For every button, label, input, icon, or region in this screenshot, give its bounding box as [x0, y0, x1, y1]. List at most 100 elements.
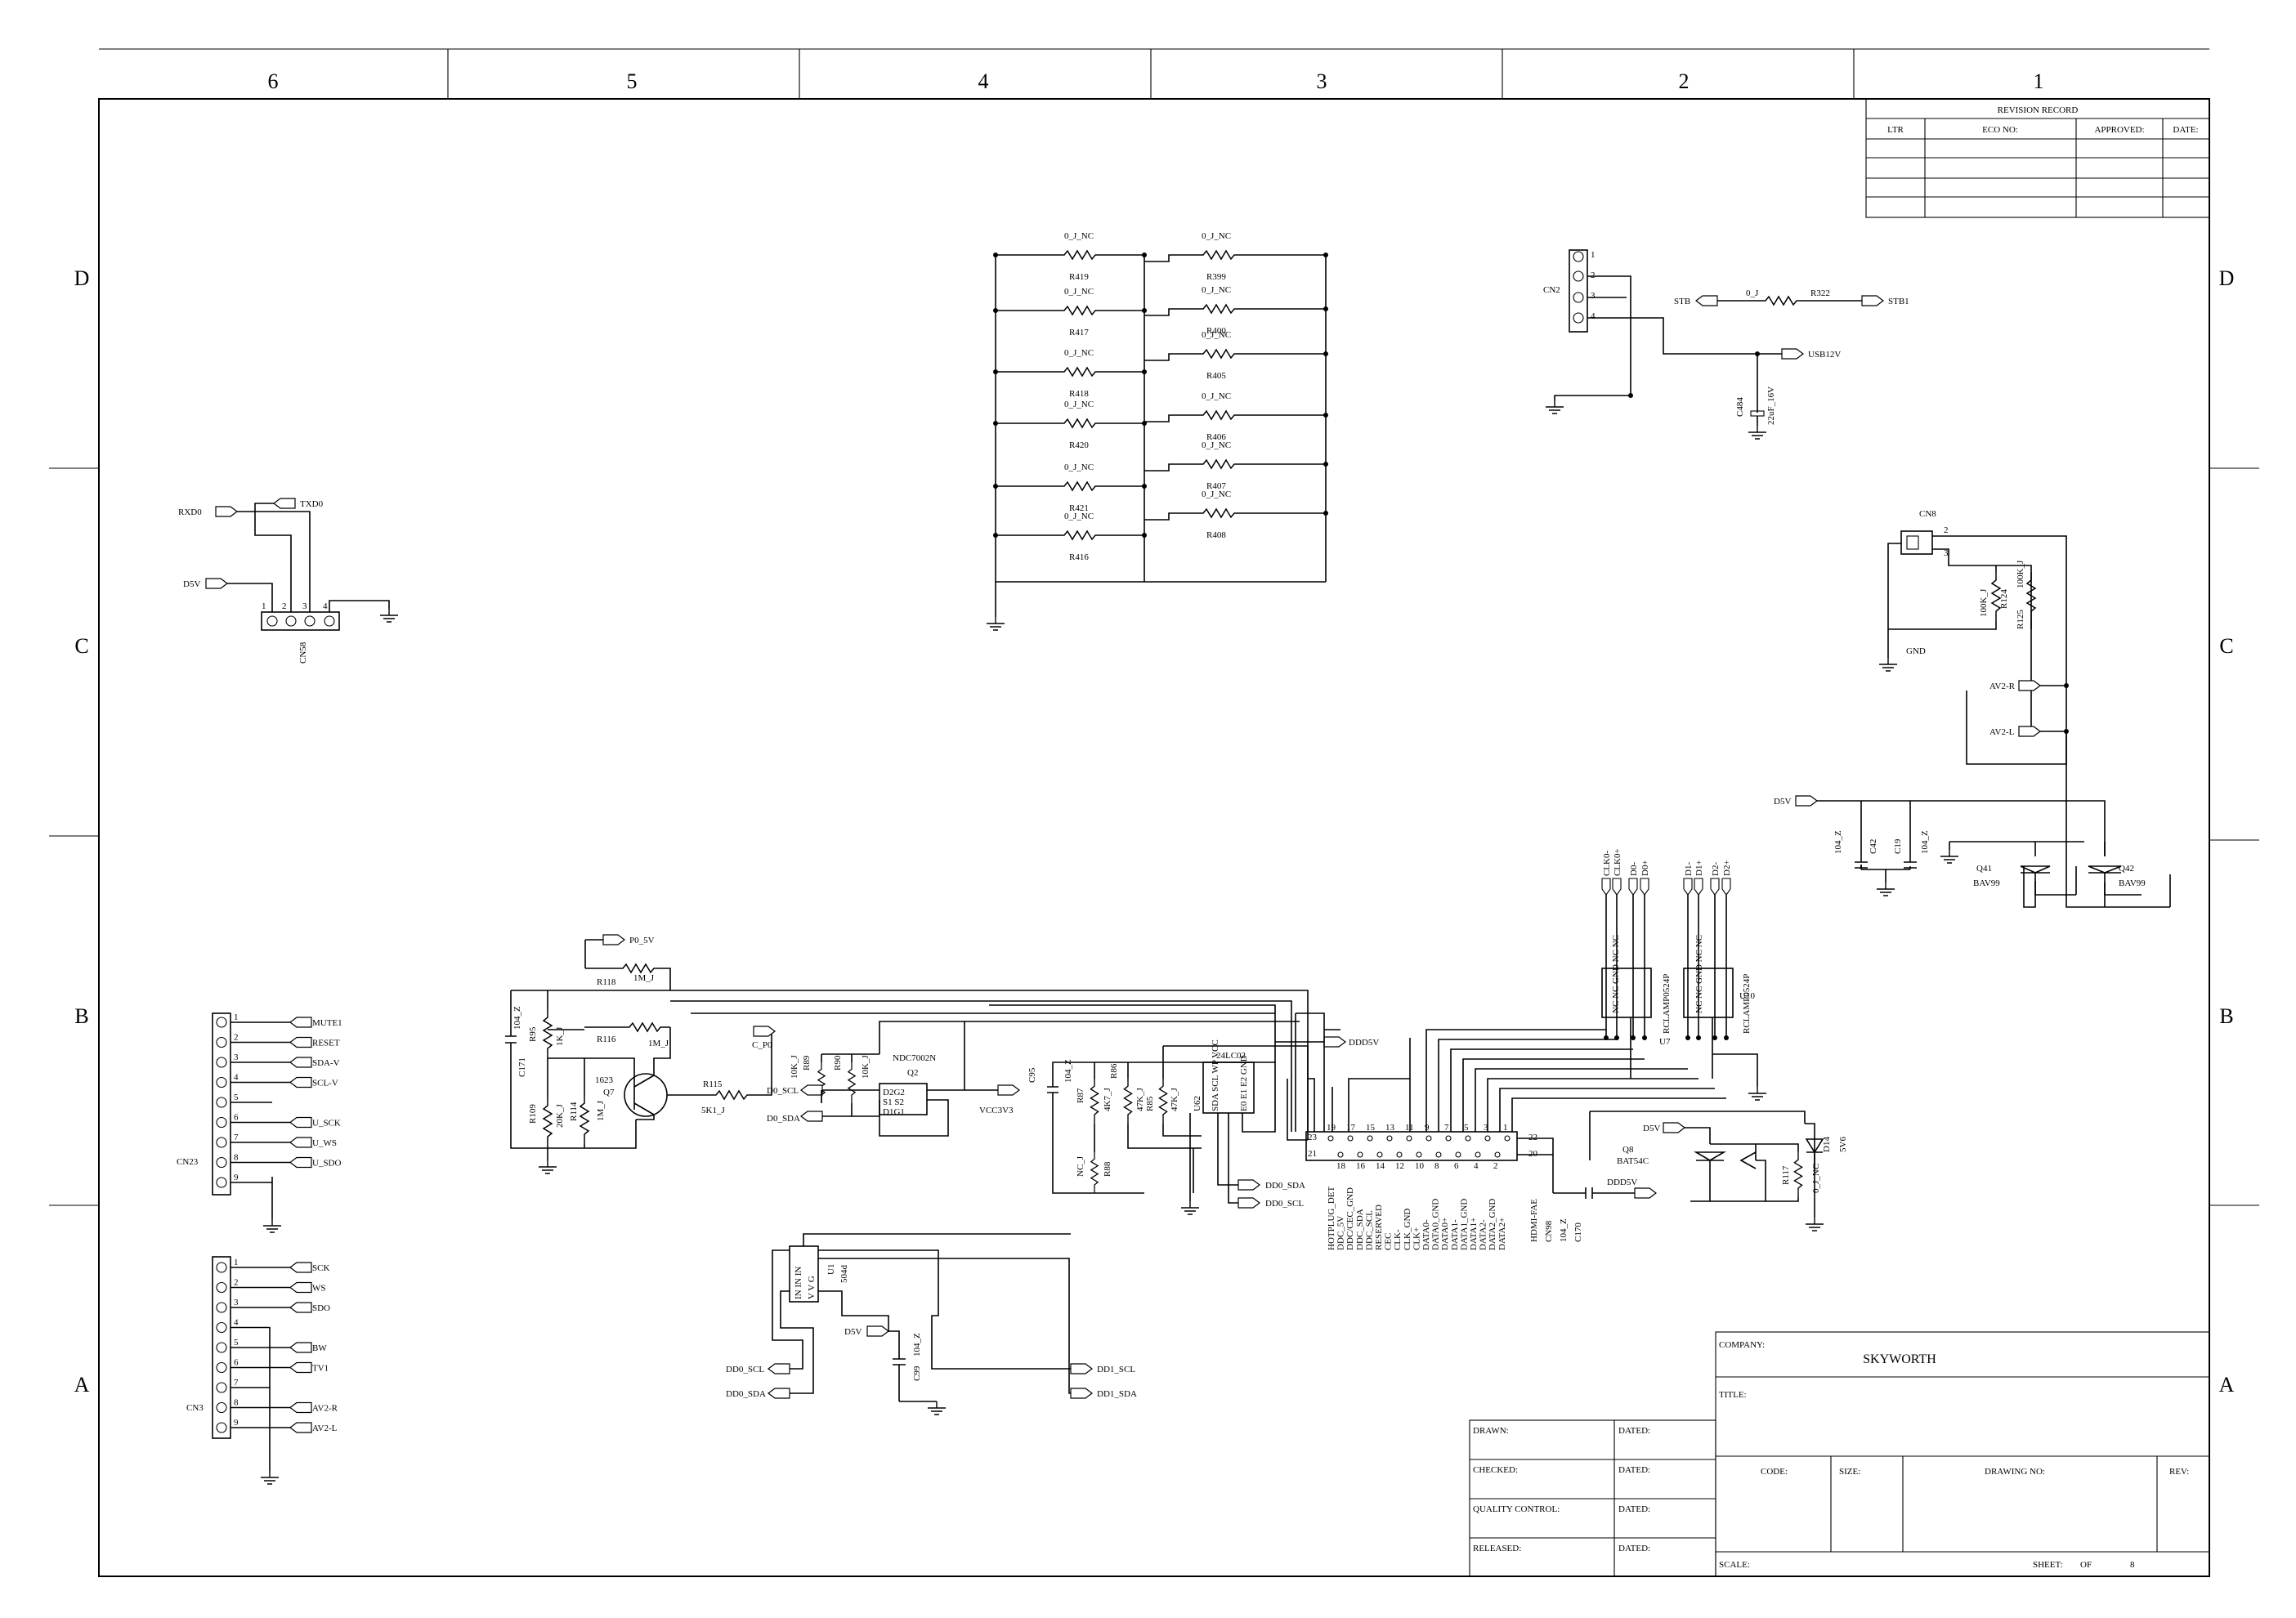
cn3-net-sck: SCK: [312, 1263, 329, 1273]
protection-diodes: D5V 104_Z C42 C19 104_Z Q41 BAV99 Q42 BA…: [1774, 795, 2171, 908]
resistor-r416-ref: R416: [1069, 552, 1089, 562]
cn23-pin-2: 2: [234, 1033, 239, 1043]
u1-ref: U1: [826, 1264, 836, 1275]
resistor-r399-ref: R399: [1206, 272, 1226, 282]
eeprom-pins: SDA SCL WP VCC: [1211, 1039, 1220, 1111]
cn3-pin-7: 7: [234, 1378, 239, 1388]
cn23-pin-3: 3: [234, 1053, 239, 1062]
company-name: SKYWORTH: [1863, 1352, 1936, 1366]
diode-d5v-net: D5V: [1643, 1124, 1660, 1133]
drawn-label: DRAWN:: [1473, 1426, 1509, 1436]
cn3-net-ws: WS: [312, 1284, 326, 1294]
rxd0-net: RXD0: [178, 507, 202, 517]
released-label: RELEASED:: [1473, 1544, 1521, 1553]
cn58-pin-1: 1: [262, 601, 266, 611]
hdmi-pin-9: 9: [1425, 1123, 1430, 1133]
c99-ref: C99: [912, 1365, 922, 1381]
cn23-pin-9: 9: [234, 1173, 239, 1182]
checked-dated-label: DATED:: [1618, 1465, 1650, 1475]
cn2-ref: CN2: [1543, 285, 1560, 295]
title-block: COMPANY: SKYWORTH TITLE: DRAWN: DATED: C…: [1469, 1331, 2210, 1577]
hdmi-pin-10: 10: [1415, 1161, 1425, 1171]
u1-part: 504d: [839, 1265, 849, 1284]
r116-ref: R116: [597, 1035, 616, 1044]
q42-ref: Q42: [2119, 864, 2134, 874]
cn3-pin-9: 9: [234, 1418, 239, 1428]
hdmi-signal-ddc-cec-gnd: DDC/CEC_GND: [1345, 1187, 1355, 1250]
r117-value: 0_J_NC: [1811, 1164, 1821, 1193]
cn23-pins: 1MUTE12RESET3SDA-V4SCL-V56U_SCK7U_WS8U_S…: [216, 1012, 342, 1188]
resistor-r405-ref: R405: [1206, 371, 1226, 381]
r124-value: 100K_J: [1979, 588, 1989, 617]
resistor-r407-value: 0_J_NC: [1202, 440, 1231, 450]
resistor-r416-value: 0_J_NC: [1064, 512, 1094, 521]
hdmi-pin-8: 8: [1434, 1161, 1439, 1171]
cn23-pin-6: 6: [234, 1113, 239, 1123]
zone-col-5: 5: [627, 69, 638, 93]
gnd-label: GND: [1906, 646, 1926, 656]
cn58-ref: CN58: [298, 641, 308, 664]
resistor-r417-ref: R417: [1069, 328, 1089, 337]
hdmi-pin-17: 17: [1346, 1123, 1356, 1133]
txd0-net: TXD0: [300, 499, 324, 509]
resistor-r418-value: 0_J_NC: [1064, 348, 1094, 358]
r125-ref: R125: [2016, 610, 2025, 629]
title-label: TITLE:: [1719, 1390, 1747, 1400]
cn3-pin-3: 3: [234, 1298, 239, 1307]
q2-ref: Q2: [907, 1068, 918, 1078]
resistor-r406-value: 0_J_NC: [1202, 391, 1231, 401]
r116-value: 1M_J: [648, 1039, 669, 1048]
c95-ref: C95: [1027, 1067, 1037, 1083]
tvs-net-clk0-: CLK0+: [1613, 848, 1622, 876]
hdmi-signal-clk-: CLK+: [1412, 1227, 1421, 1250]
cn3-net-bw: BW: [312, 1343, 327, 1353]
cn23-net-u_sdo: U_SDO: [312, 1159, 342, 1169]
hdmi-signal-data1-: DATA1+: [1469, 1218, 1479, 1250]
c95-value: 104_Z: [1063, 1059, 1073, 1083]
revision-record-table: REVISION RECORD LTR ECO NO: APPROVED: DA…: [1865, 98, 2210, 218]
cn23-net-u_sck: U_SCK: [312, 1119, 341, 1129]
zone-row-d-right: D: [2219, 266, 2235, 290]
cn3-net-av2-l: AV2-L: [312, 1424, 338, 1433]
zone-row-b-left: B: [74, 1004, 88, 1028]
hdmi-ref: CN98: [1544, 1220, 1554, 1242]
tvs-part-1: RCLAMP0524P: [1662, 974, 1672, 1034]
cn8-connector: CN8 2 3 GND 100K_J R124 R125 100K_J AV2-…: [1878, 509, 2170, 908]
resistor-r421-value: 0_J_NC: [1064, 463, 1094, 472]
u1-pins-2: V V G: [807, 1276, 817, 1299]
r86-value: 47K_J: [1135, 1088, 1145, 1111]
eeprom-pins-2: E0 E1 E2 GND: [1239, 1055, 1249, 1111]
tvs-net-d2-: D2-: [1711, 862, 1721, 876]
u10-ref: U10: [1739, 991, 1755, 1001]
r114-value: 1M_J: [596, 1100, 606, 1121]
u1-block: IN IN IN V V G U1 504d DD1_SCL DD1_SDA D…: [726, 1233, 1137, 1415]
vcc3v3-net: VCC3V3: [979, 1106, 1014, 1115]
cn58-pin-3: 3: [302, 601, 307, 611]
revision-col-approved: APPROVED:: [2094, 125, 2144, 135]
hdmi-part: HDMI-FAE: [1529, 1199, 1539, 1242]
dd0sda-u1: DD0_SDA: [726, 1389, 766, 1399]
cn3-net-sdo: SDO: [312, 1303, 330, 1313]
r118-value: 1M_J: [633, 973, 655, 983]
tvs-net-d0-: D0-: [1629, 862, 1639, 876]
drawing-frame: [49, 48, 2259, 1577]
cn23-net-reset: RESET: [312, 1039, 340, 1048]
c170-value: 104_Z: [1559, 1218, 1569, 1242]
cn8-ref: CN8: [1919, 509, 1936, 519]
cn8-pin-3: 3: [1944, 548, 1949, 558]
r87-value: 4K7_J: [1103, 1088, 1112, 1111]
hdmi-signal-clk-: CLK-: [1393, 1229, 1403, 1250]
r109-ref: R109: [528, 1104, 538, 1124]
resistor-r406-ref: R406: [1206, 432, 1226, 442]
r115-ref: R115: [703, 1079, 723, 1089]
dd1sda-net: DD1_SDA: [1097, 1389, 1137, 1399]
hdmi-pin-13: 13: [1385, 1123, 1395, 1133]
r322-value: 0_J: [1746, 288, 1759, 298]
r322-ref: R322: [1810, 288, 1830, 298]
r90-value: 10K_J: [861, 1055, 871, 1079]
tvs-arrays: U7 U10 RCLAMP0524P RCLAMP0524P NC NC GND…: [1601, 935, 1767, 1101]
eeprom-part: 24LC02: [1216, 1051, 1246, 1061]
hdmi-pin-20: 20: [1528, 1149, 1538, 1159]
hdmi-pin-12: 12: [1395, 1161, 1404, 1171]
tvs-bus-lines: [1425, 895, 1729, 1132]
